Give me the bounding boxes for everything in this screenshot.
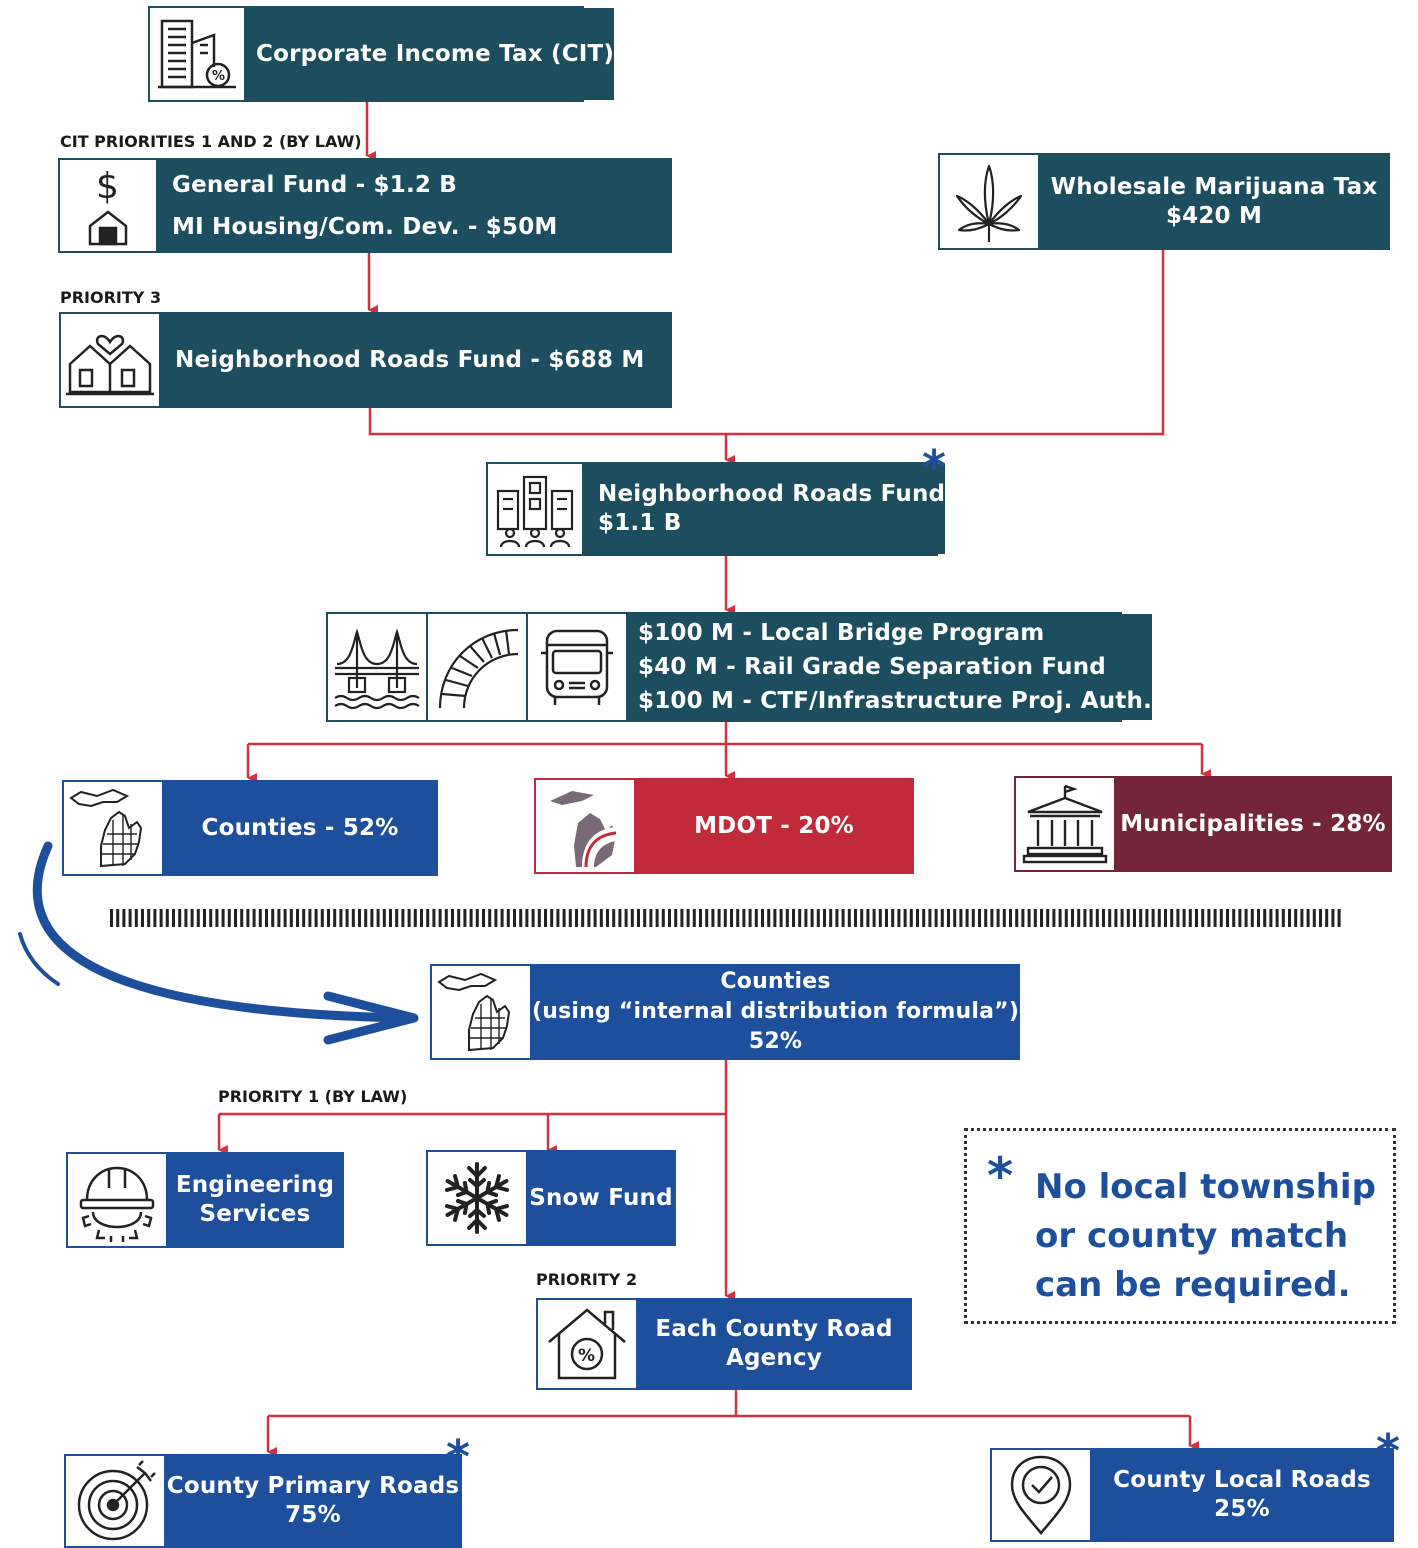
housing-line: MI Housing/Com. Dev. - $50M [172, 213, 558, 240]
nrf-total-box: Neighborhood Roads Fund $1.1 B [486, 462, 946, 556]
cit-box: % Corporate Income Tax (CIT) [148, 6, 615, 102]
nrf-cit-box: Neighborhood Roads Fund - $688 M [59, 312, 672, 408]
marijuana-tax-box: Wholesale Marijuana Tax $420 M [938, 153, 1390, 250]
local-roads-line1: County Local Roads [1113, 1467, 1371, 1494]
house-percent-icon: % [538, 1300, 638, 1388]
marijuana-line2: $420 M [1165, 202, 1263, 229]
marijuana-line1: Wholesale Marijuana Tax [1050, 173, 1378, 200]
program-line2: $40 M - Rail Grade Separation Fund [638, 654, 1106, 680]
caption-priority-1: PRIORITY 1 (BY LAW) [218, 1087, 408, 1106]
note-asterisk: * [987, 1147, 1014, 1205]
asterisk-primary-roads: * [446, 1430, 471, 1484]
programs-box: $100 M - Local Bridge Program $40 M - Ra… [326, 612, 1153, 722]
note-line1: No local township [1035, 1167, 1376, 1207]
general-fund-line: General Fund - $1.2 B [172, 171, 458, 198]
local-roads-line2: 25% [1214, 1496, 1270, 1522]
snowflake-icon [428, 1152, 528, 1244]
general-fund-box: $ General Fund - $1.2 B MI Housing/Com. … [58, 158, 672, 253]
municipalities-split-box: Municipalities - 28% [1014, 776, 1392, 872]
primary-roads-line1: County Primary Roads [166, 1473, 460, 1500]
engineering-line1: Engineering [175, 1172, 335, 1199]
location-check-icon [992, 1450, 1092, 1540]
dollar-house-icon: $ [60, 160, 158, 251]
counties-internal-line1: Counties [720, 969, 831, 994]
michigan-map-icon [432, 966, 532, 1058]
caption-cit-priorities: CIT PRIORITIES 1 AND 2 (BY LAW) [60, 132, 362, 151]
nrf-total-line1: Neighborhood Roads Fund [598, 481, 946, 508]
note-line3: can be required. [1035, 1265, 1351, 1305]
svg-text:%: % [578, 1346, 595, 1366]
asterisk-local-roads: * [1376, 1424, 1401, 1478]
primary-roads-line2: 75% [285, 1502, 341, 1528]
nrf-total-line2: $1.1 B [598, 510, 682, 536]
counties-split-label: Counties - 52% [201, 814, 399, 841]
rail-curve-icon [428, 614, 528, 720]
asterisk-nrf: * [922, 440, 947, 494]
blue-swoosh-arrow [18, 841, 419, 1045]
municipalities-split-label: Municipalities - 28% [1120, 810, 1386, 837]
capitol-icon [1016, 778, 1116, 870]
program-line3: $100 M - CTF/Infrastructure Proj. Auth. [638, 688, 1153, 714]
snow-fund-box: Snow Fund [426, 1150, 676, 1246]
mdot-split-box: MDOT - 20% [534, 778, 914, 874]
hard-hat-gear-icon [68, 1154, 168, 1246]
michigan-map-icon [64, 782, 164, 874]
county-agency-line1: Each County Road [655, 1316, 893, 1343]
houses-heart-icon [61, 314, 161, 406]
counties-internal-line3: 52% [748, 1029, 803, 1054]
cannabis-leaf-icon [940, 155, 1040, 248]
bus-icon [528, 614, 628, 720]
note-line2: or county match [1035, 1216, 1349, 1256]
local-roads-box: County Local Roads 25% [990, 1448, 1394, 1542]
bridge-icon [328, 614, 428, 720]
nrf-cit-label: Neighborhood Roads Fund - $688 M [175, 346, 645, 373]
michigan-logo-icon [536, 780, 636, 872]
counties-internal-line2: (using “internal distribution formula”) [532, 999, 1020, 1024]
county-agency-box: % Each County Road Agency [536, 1298, 912, 1390]
svg-text:%: % [212, 69, 225, 84]
caption-priority-3: PRIORITY 3 [60, 288, 162, 307]
engineering-line2: Services [199, 1201, 311, 1227]
svg-text:$: $ [96, 166, 119, 207]
line-marijuana [726, 248, 1165, 436]
mdot-split-label: MDOT - 20% [694, 812, 854, 839]
snow-fund-label: Snow Fund [529, 1184, 673, 1211]
note-text: No local township or county match can be… [1035, 1163, 1376, 1310]
counties-split-box: Counties - 52% [62, 780, 438, 876]
primary-roads-box: County Primary Roads 75% [64, 1454, 462, 1548]
caption-priority-2: PRIORITY 2 [536, 1270, 638, 1289]
no-match-note: * No local township or county match can … [964, 1128, 1396, 1324]
engineering-box: Engineering Services [66, 1152, 344, 1248]
county-agency-line2: Agency [725, 1345, 823, 1371]
line-nrf-cit [368, 408, 726, 436]
buildings-people-icon [488, 464, 584, 554]
counties-internal-box: Counties (using “internal distribution f… [430, 964, 1020, 1060]
target-icon [66, 1456, 166, 1546]
program-line1: $100 M - Local Bridge Program [638, 620, 1045, 646]
building-percent-icon: % [150, 8, 246, 100]
cit-label: Corporate Income Tax (CIT) [256, 40, 615, 67]
